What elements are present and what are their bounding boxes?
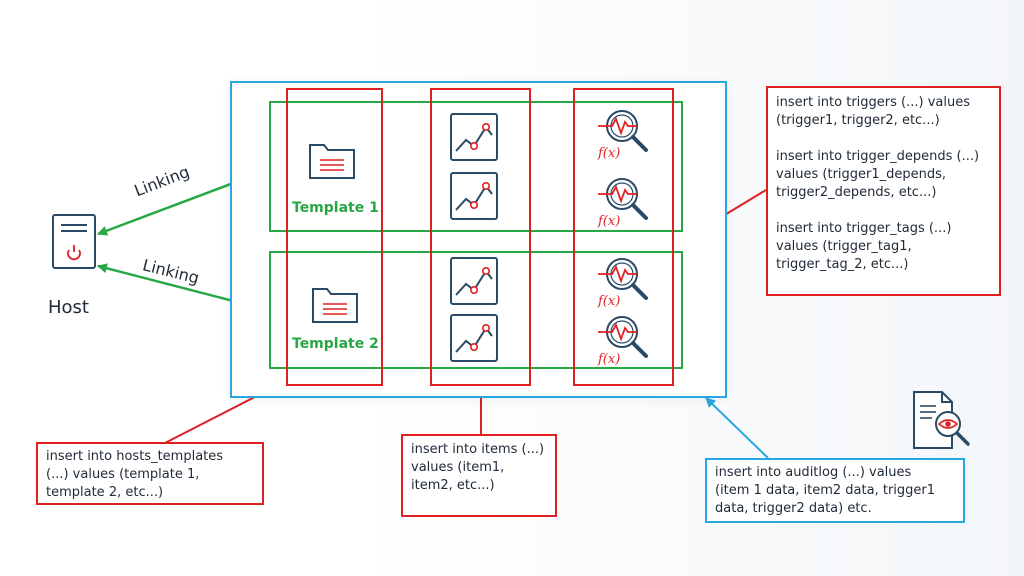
svg-text:f(x): f(x) <box>597 214 620 229</box>
template-1-label: Template 1 <box>292 200 379 216</box>
auditlog-sql-text: insert into auditlog (...) values (item … <box>715 465 936 516</box>
hosts-templates-sql-note: insert into hosts_templates (...) values… <box>36 442 264 505</box>
trigger-function-icon: f(x) <box>597 110 648 161</box>
graph-icon <box>450 257 498 305</box>
trigger-function-icon: f(x) <box>597 316 648 367</box>
graph-icon <box>450 172 498 220</box>
template-row-1 <box>269 101 683 232</box>
items-column <box>430 88 531 386</box>
audit-document-icon <box>913 391 970 449</box>
folder-icon <box>312 288 358 323</box>
triggers-sql-text: insert into triggers (...) values (trigg… <box>776 95 980 272</box>
graph-icon <box>450 314 498 362</box>
template-2-label: Template 2 <box>292 336 379 352</box>
graph-icon <box>450 113 498 161</box>
arrow-auditlog <box>705 397 769 459</box>
triggers-sql-note: insert into triggers (...) values (trigg… <box>766 86 1001 296</box>
host-label: Host <box>48 297 89 318</box>
templates-column <box>286 88 383 386</box>
server-icon <box>52 214 96 269</box>
hosts-templates-sql-text: insert into hosts_templates (...) values… <box>46 449 224 500</box>
svg-text:f(x): f(x) <box>597 352 620 367</box>
svg-text:f(x): f(x) <box>597 294 620 309</box>
folder-icon <box>309 144 355 179</box>
template-row-2 <box>269 251 683 369</box>
trigger-function-icon: f(x) <box>597 178 648 229</box>
svg-text:f(x): f(x) <box>597 146 620 161</box>
items-sql-note: insert into items (...) values (item1, i… <box>401 434 557 517</box>
items-sql-text: insert into items (...) values (item1, i… <box>411 442 545 493</box>
auditlog-sql-note: insert into auditlog (...) values (item … <box>705 458 965 523</box>
triggers-column <box>573 88 674 386</box>
trigger-function-icon: f(x) <box>597 258 648 309</box>
